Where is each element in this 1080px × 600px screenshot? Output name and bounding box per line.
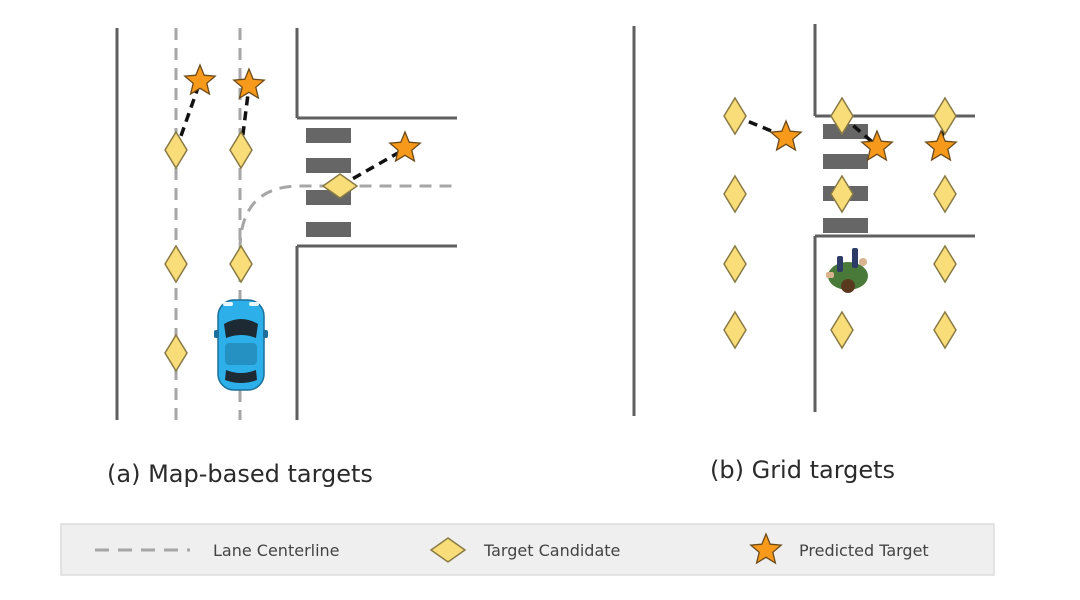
legend-background [60,523,995,576]
legend-lane-centerline-label: Lane Centerline [213,541,340,560]
target-candidate [830,96,854,136]
target-candidates-a [164,130,359,373]
predicted-targets-a [183,63,422,163]
target-candidate [321,173,359,199]
target-candidate [229,244,253,284]
predicted-target-star [769,119,803,152]
predicted-target-star [232,67,266,100]
legend-predicted-target-label: Predicted Target [799,541,929,560]
panel-a-caption: (a) Map-based targets [107,460,373,488]
predicted-target-star [924,129,958,162]
target-candidate [164,130,188,170]
target-candidate [723,96,747,136]
predicted-target-star [183,63,217,96]
target-candidate [164,333,188,373]
vehicle-icon [214,299,268,391]
predicted-targets-b [769,119,958,162]
predicted-target-legend-icon [749,532,783,565]
target-candidate [933,174,957,214]
target-candidate [933,310,957,350]
target-candidate [229,130,253,170]
target-candidate [933,96,957,136]
target-candidate [830,310,854,350]
panel-a-map-based: (a) Map-based targets [107,28,457,488]
target-candidate [830,174,854,214]
target-candidate [164,244,188,284]
target-candidate [723,310,747,350]
target-candidate [933,244,957,284]
pedestrian-icon [826,248,868,293]
crosswalk-a [306,128,351,237]
prediction-links-a [174,81,406,188]
target-candidates-b [723,96,957,350]
panel-b-grid: (b) Grid targets [632,24,975,484]
legend-target-candidate-label: Target Candidate [483,541,620,560]
predicted-target-star [860,129,894,162]
target-candidate [723,244,747,284]
target-candidate-legend-icon [429,537,467,563]
crosswalk-b [823,124,868,233]
predicted-target-star [388,130,422,163]
legend: Lane Centerline Target Candidate Predict… [60,523,995,576]
panel-b-caption: (b) Grid targets [710,456,895,484]
target-candidate [723,174,747,214]
